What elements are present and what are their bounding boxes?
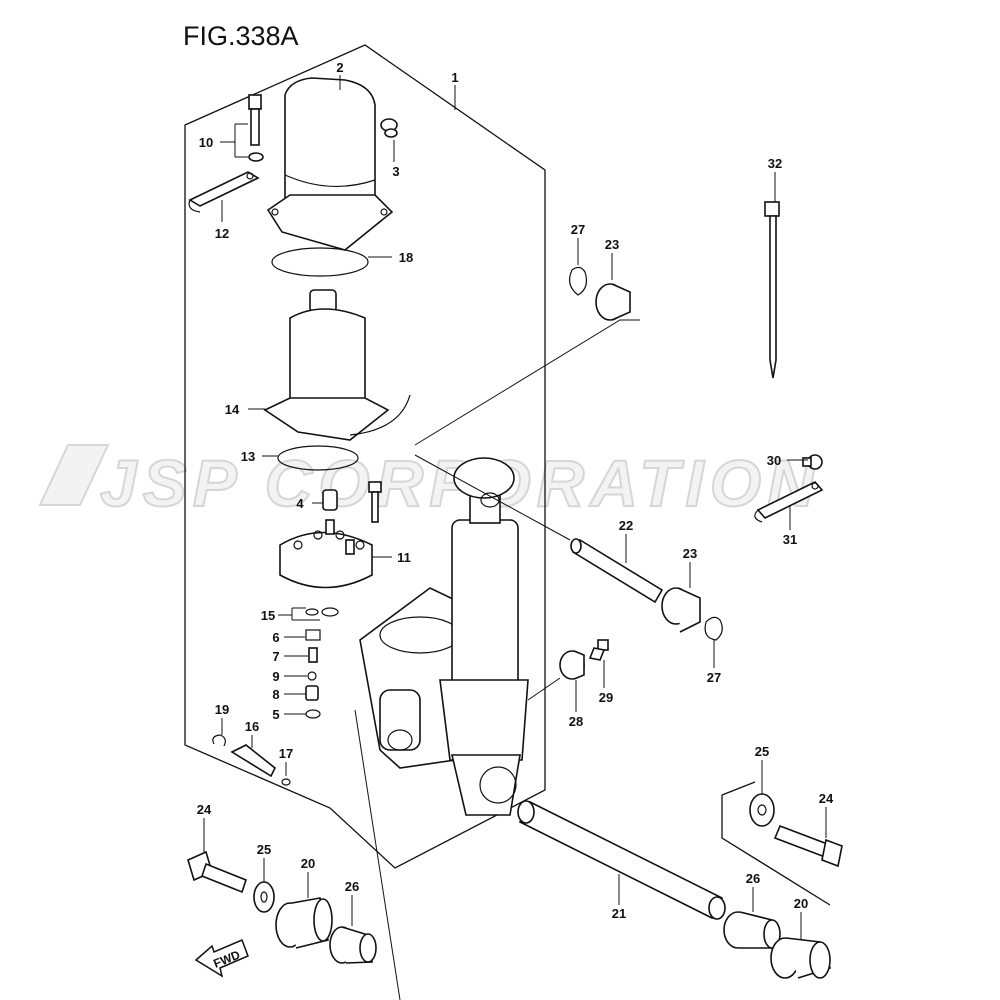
callout-19: 19 [215,702,229,717]
o-ring-18-part [271,247,369,277]
pin-22-part [570,538,664,604]
watermark: JSP CORPORATION [38,444,816,521]
callout-23-top: 23 [605,237,619,252]
callout-23-mid: 23 [683,546,697,561]
fwd-arrow-icon: FWD [194,939,249,978]
callout-30: 30 [767,453,781,468]
callout-2: 2 [336,60,343,75]
callout-28: 28 [569,714,583,729]
spacer-20-right-part [770,937,832,979]
callout-26-left: 26 [345,879,359,894]
tube-21-part [517,800,726,920]
motor-cover-part [266,77,394,251]
o-ring-13-part [277,445,359,471]
washer-25-left-part [253,881,275,913]
screw-30-part [802,454,823,470]
bushing-26-left-part [329,926,377,964]
washer-25-right-part [749,793,775,827]
pump-11-part [279,519,373,589]
clamp-12-part [188,171,260,213]
callout-27-top: 27 [571,222,585,237]
callout-32: 32 [768,156,782,171]
valve-4-part [322,489,338,511]
callout-24-right: 24 [819,791,834,806]
callout-15: 15 [261,608,275,623]
cable-tie-32-part [764,201,780,379]
callout-17: 17 [279,746,293,761]
callout-31: 31 [783,532,797,547]
plug-part [380,118,398,138]
callout-14: 14 [225,402,240,417]
bolt-part [368,481,382,523]
leader-15 [278,607,320,621]
callout-12: 12 [215,226,229,241]
connector-bottom-left [354,709,401,1000]
collar-28-part [559,650,585,680]
bolt-24-right-part [773,824,843,868]
callout-27-mid: 27 [707,670,721,685]
callout-11: 11 [397,550,411,565]
callout-25-left: 25 [257,842,271,857]
callout-18: 18 [399,250,413,265]
bushing-26-right-part [723,911,781,949]
callout-9: 9 [272,669,279,684]
small-parts-group [305,607,339,719]
bolt-29-part [588,639,609,661]
callout-6: 6 [272,630,279,645]
callout-4: 4 [296,496,304,511]
clamp-31-part [754,481,824,523]
callout-24-left: 24 [197,802,212,817]
right-group-outline [721,781,831,906]
callout-labels: 1 2 3 4 5 6 7 8 9 10 11 12 13 14 15 16 1… [197,60,834,921]
bushing-23-mid-part [661,587,701,633]
valve-16-part [212,734,291,786]
callout-20-left: 20 [301,856,315,871]
assembly-outline [184,44,546,869]
spacer-20-left-part [275,897,333,949]
bushing-23-top-part [595,283,631,321]
trim-cylinder-part [359,457,529,816]
watermark-logo-icon [38,444,110,506]
connector-mid [414,454,571,541]
callout-8: 8 [272,687,279,702]
callout-1: 1 [451,70,458,85]
callout-22: 22 [619,518,633,533]
callout-25-right: 25 [755,744,769,759]
callout-20-right: 20 [794,896,808,911]
callout-29: 29 [599,690,613,705]
bolt-10-part [248,94,264,162]
snap-ring-27-mid-part [704,616,723,641]
callout-7: 7 [272,649,279,664]
callout-21: 21 [612,906,626,921]
callout-5: 5 [272,707,279,722]
figure-title: FIG.338A [183,21,299,51]
callout-10: 10 [199,135,213,150]
callout-26-right: 26 [746,871,760,886]
connector-top [414,319,640,446]
snap-ring-27-top-part [568,266,588,296]
connector-28 [527,677,561,701]
leader-10 [220,123,248,158]
callout-13: 13 [241,449,255,464]
callout-16: 16 [245,719,259,734]
motor-14-part [263,289,411,441]
bolt-24-left-part [187,850,247,894]
callout-3: 3 [392,164,399,179]
